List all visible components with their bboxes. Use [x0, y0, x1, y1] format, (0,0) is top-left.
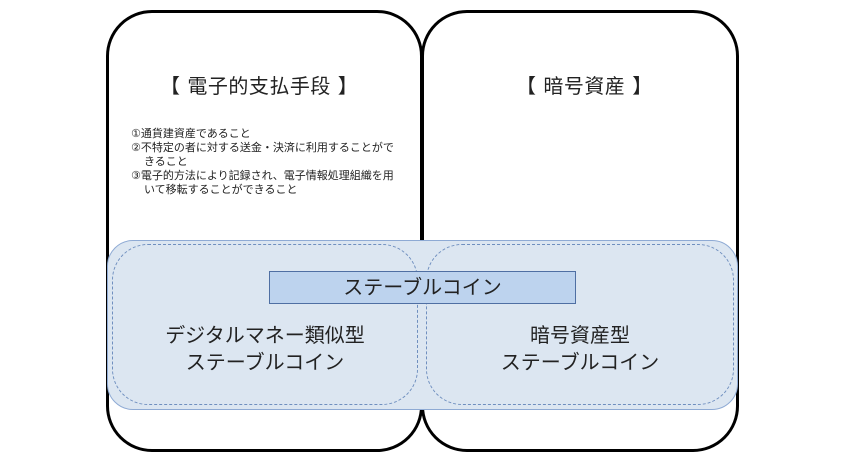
digital-money-stablecoin-line1: デジタルマネー類似型 [165, 323, 365, 347]
crypto-stablecoin-line2: ステーブルコイン [500, 350, 660, 374]
condition-item: ①通貨建資産であること [131, 127, 251, 140]
digital-money-stablecoin-region [112, 244, 418, 405]
crypto-stablecoin-region [426, 244, 734, 405]
crypto-asset-title: 【 暗号資産 】 [516, 74, 653, 98]
digital-money-stablecoin-line2: ステーブルコイン [185, 350, 345, 374]
condition-item: ②不特定の者に対する送金・決済に利用することができること [131, 141, 394, 168]
crypto-stablecoin-line1: 暗号資産型 [530, 323, 630, 347]
crypto-stablecoin-text: 暗号資産型 ステーブルコイン [440, 322, 720, 376]
condition-item: ③電子的方法により記録され、電子情報処理組織を用いて移転することができること [131, 169, 394, 196]
digital-money-stablecoin-text: デジタルマネー類似型 ステーブルコイン [125, 322, 405, 376]
stablecoin-overlap-area [107, 240, 738, 410]
electronic-payment-conditions: ①通貨建資産であること ②不特定の者に対する送金・決済に利用することができること… [131, 127, 396, 197]
stablecoin-label: ステーブルコイン [269, 271, 576, 304]
electronic-payment-title: 【 電子的支払手段 】 [160, 74, 359, 98]
